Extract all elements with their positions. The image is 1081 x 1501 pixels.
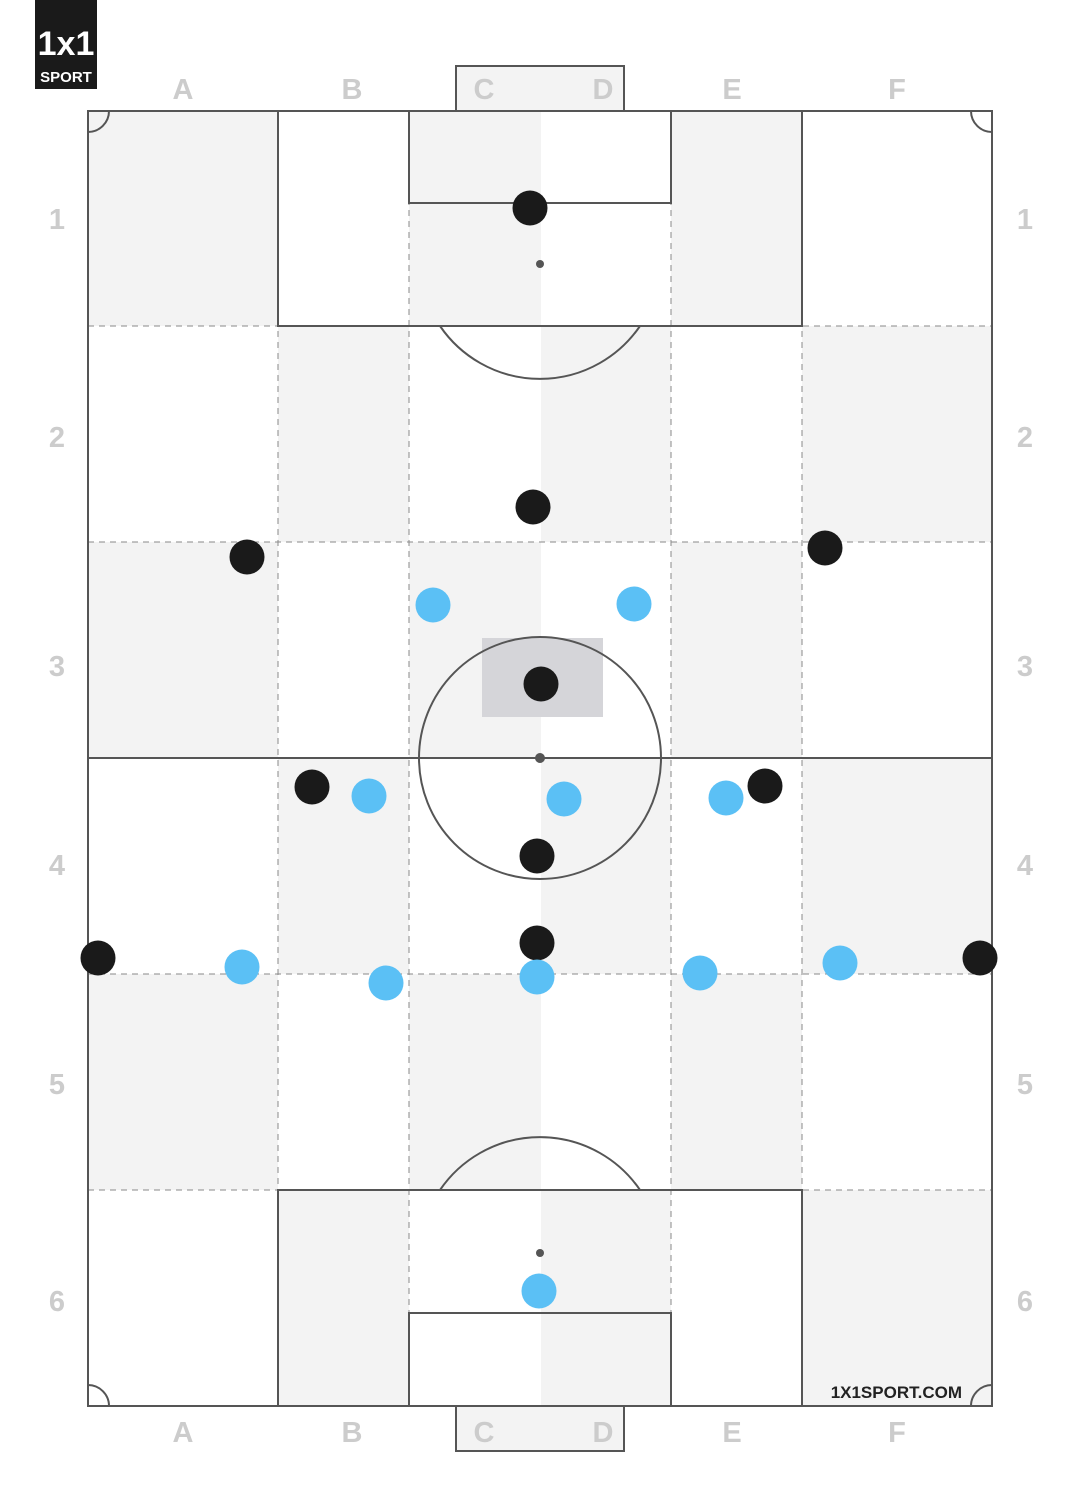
row-labels-left: 1 2 3 4 5 6 — [49, 204, 65, 1318]
row-label-5: 5 — [49, 1069, 65, 1101]
column-label-c: C — [474, 1417, 495, 1449]
column-label-f: F — [888, 74, 906, 106]
row-label-2: 2 — [49, 422, 65, 454]
logo-mark: 1x1 — [38, 25, 95, 63]
logo-word: SPORT — [40, 69, 92, 86]
row-label-2: 2 — [1017, 422, 1033, 454]
row-labels-right: 1 2 3 4 5 6 — [1017, 204, 1033, 1318]
column-label-e: E — [722, 1417, 741, 1449]
blue-player-marker[interactable] — [546, 781, 582, 817]
row-label-4: 4 — [49, 850, 65, 882]
row-label-6: 6 — [1017, 1286, 1033, 1318]
column-label-e: E — [722, 74, 741, 106]
blue-player-marker[interactable] — [415, 587, 451, 623]
center-spot — [535, 753, 545, 763]
black-player-marker[interactable] — [519, 925, 555, 961]
bottom-penalty-arc — [439, 1136, 641, 1191]
corner-arc-bottom-left — [87, 1384, 110, 1407]
shaded-zone — [88, 542, 278, 758]
blue-player-marker[interactable] — [682, 955, 718, 991]
row-label-5: 5 — [1017, 1069, 1033, 1101]
black-player-marker[interactable] — [807, 530, 843, 566]
website-label: 1X1SPORT.COM — [831, 1383, 962, 1402]
row-label-1: 1 — [49, 204, 65, 236]
column-label-a: A — [173, 74, 194, 106]
black-player-marker[interactable] — [229, 539, 265, 575]
column-label-f: F — [888, 1417, 906, 1449]
blue-player-marker[interactable] — [224, 949, 260, 985]
column-labels-bottom: A B C D E F — [173, 1417, 906, 1449]
center-circle — [418, 636, 662, 880]
blue-player-marker[interactable] — [368, 965, 404, 1001]
bottom-goal — [455, 1405, 625, 1452]
top-penalty-arc — [439, 325, 641, 380]
bottom-box-stripe-right — [541, 1190, 671, 1406]
shaded-zone — [802, 326, 992, 542]
black-player-marker[interactable] — [747, 768, 783, 804]
blue-player-marker[interactable] — [822, 945, 858, 981]
top-penalty-spot — [536, 260, 544, 268]
blue-player-marker[interactable] — [521, 1273, 557, 1309]
black-player-marker[interactable] — [294, 769, 330, 805]
shaded-zone — [278, 326, 409, 542]
pitch-spots — [535, 260, 545, 1257]
black-player-marker[interactable] — [523, 666, 559, 702]
logo-background — [35, 0, 97, 89]
row-label-3: 3 — [1017, 651, 1033, 683]
column-label-d: D — [593, 74, 614, 106]
column-labels-top: A B C D E F — [173, 74, 906, 106]
bottom-box-stripe-left — [278, 1190, 409, 1406]
black-player-marker[interactable] — [962, 940, 998, 976]
logo: 1x1 SPORT — [35, 0, 97, 89]
bottom-penalty-spot — [536, 1249, 544, 1257]
column-label-d: D — [593, 1417, 614, 1449]
row-label-4: 4 — [1017, 850, 1033, 882]
row-label-3: 3 — [49, 651, 65, 683]
shaded-zone — [88, 111, 278, 326]
shaded-zone — [671, 542, 802, 758]
column-label-c: C — [474, 74, 495, 106]
corner-arc-top-right — [970, 110, 993, 133]
blue-player-marker[interactable] — [351, 778, 387, 814]
black-player-marker[interactable] — [80, 940, 116, 976]
blue-player-marker[interactable] — [519, 959, 555, 995]
shaded-zone — [671, 974, 802, 1190]
corner-arc-top-left — [87, 110, 110, 133]
corner-arc-bottom-right — [970, 1384, 993, 1407]
shaded-zone — [802, 758, 992, 974]
top-box-stripe-right — [671, 111, 802, 326]
row-label-6: 6 — [49, 1286, 65, 1318]
shaded-zone — [88, 974, 278, 1190]
blue-player-marker[interactable] — [616, 586, 652, 622]
black-player-marker[interactable] — [519, 838, 555, 874]
top-goal — [455, 65, 625, 112]
blue-player-marker[interactable] — [708, 780, 744, 816]
shaded-zone — [541, 326, 671, 542]
column-label-b: B — [342, 1417, 363, 1449]
shaded-zone — [409, 974, 541, 1190]
black-player-marker[interactable] — [515, 489, 551, 525]
players — [80, 190, 998, 1309]
shaded-zone — [802, 1190, 992, 1406]
column-label-a: A — [173, 1417, 194, 1449]
pitch-markings — [87, 65, 993, 1452]
row-label-1: 1 — [1017, 204, 1033, 236]
black-player-marker[interactable] — [512, 190, 548, 226]
column-label-b: B — [342, 74, 363, 106]
